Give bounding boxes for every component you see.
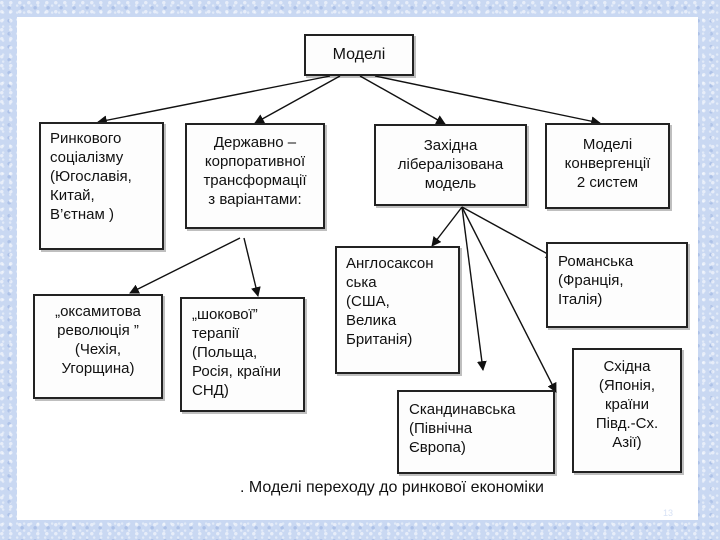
arrow-western-to-eastern (461, 206, 557, 393)
arrow-root-to-socialism (97, 75, 331, 126)
root-box: Моделі (304, 34, 414, 76)
anglo-saxon-box: Англосаксон ська (США, Велика Британія) (335, 246, 460, 374)
eastern-box: Східна (Японія, країни Півд.-Сх. Азії) (572, 348, 682, 473)
convergence-label: Моделі конвергенції 2 систем (564, 136, 651, 191)
eastern-label: Східна (Японія, країни Півд.-Сх. Азії) (595, 358, 659, 451)
page-number: 13 (663, 508, 674, 518)
arrow-root-to-convergence (374, 75, 601, 126)
figure-caption: . Моделі переходу до ринкової економіки (240, 479, 544, 496)
western-label: Західна лібералізована модель (397, 137, 504, 192)
arrow-root-to-corporate (254, 75, 341, 124)
arrow-corporate-to-shock (243, 237, 261, 297)
romance-label: Романська (Франція, Італія) (558, 253, 634, 308)
scandinavian-box: Скандинавська (Північна Європа) (397, 390, 555, 474)
shock-therapy-box: „шокової” терапії (Польща, Росія, країни… (180, 297, 305, 412)
root-label: Моделі (332, 46, 386, 63)
velvet-revolution-box: „оксамитова революція ” (Чехія, Угорщина… (33, 294, 163, 399)
convergence-box: Моделі конвергенції 2 систем (545, 123, 670, 209)
arrow-western-to-scandinavian (461, 206, 487, 371)
anglo-saxon-label: Англосаксон ська (США, Велика Британія) (346, 255, 434, 348)
corporate-box: Державно – корпоративної трансформації з… (185, 123, 325, 229)
romance-box: Романська (Франція, Італія) (546, 242, 688, 328)
arrow-corporate-to-velvet (129, 237, 241, 294)
arrow-root-to-western (359, 75, 446, 125)
socialism-label: Ринкового соціалізму (Югославія, Китай, … (50, 130, 132, 223)
velvet-revolution-label: „оксамитова революція ” (Чехія, Угорщина… (55, 303, 141, 377)
socialism-box: Ринкового соціалізму (Югославія, Китай, … (39, 122, 164, 250)
western-box: Західна лібералізована модель (374, 124, 527, 206)
shock-therapy-label: „шокової” терапії (Польща, Росія, країни… (192, 306, 282, 399)
arrow-western-to-romance (461, 206, 556, 259)
corporate-label: Державно – корпоративної трансформації з… (203, 134, 307, 208)
scandinavian-label: Скандинавська (Північна Європа) (409, 401, 516, 456)
arrow-western-to-anglo (431, 206, 463, 247)
